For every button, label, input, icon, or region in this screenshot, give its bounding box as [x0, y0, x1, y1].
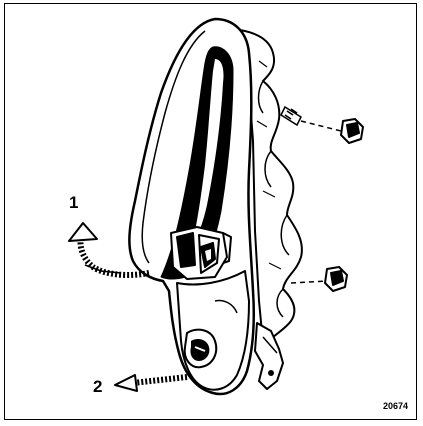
- upper-screw: [280, 105, 302, 127]
- handle-body: [128, 17, 255, 396]
- callout-1: 1: [69, 193, 79, 212]
- callout-2: 2: [93, 377, 103, 396]
- figure-reference-number: 20674: [383, 401, 409, 411]
- diagram-frame: 1 2 20674: [4, 3, 417, 420]
- lower-nut: [324, 266, 348, 292]
- handle-bracket: [232, 28, 303, 344]
- movement-arrow-2: [114, 374, 188, 392]
- lower-nut-guide: [290, 280, 328, 284]
- door-handle-illustration: [68, 17, 364, 396]
- upper-nut: [340, 118, 364, 144]
- movement-arrow-1: [68, 222, 150, 278]
- latch-mechanism: [170, 226, 232, 280]
- upper-screw-guide: [300, 120, 342, 132]
- bracket-lower-clip: [254, 322, 284, 390]
